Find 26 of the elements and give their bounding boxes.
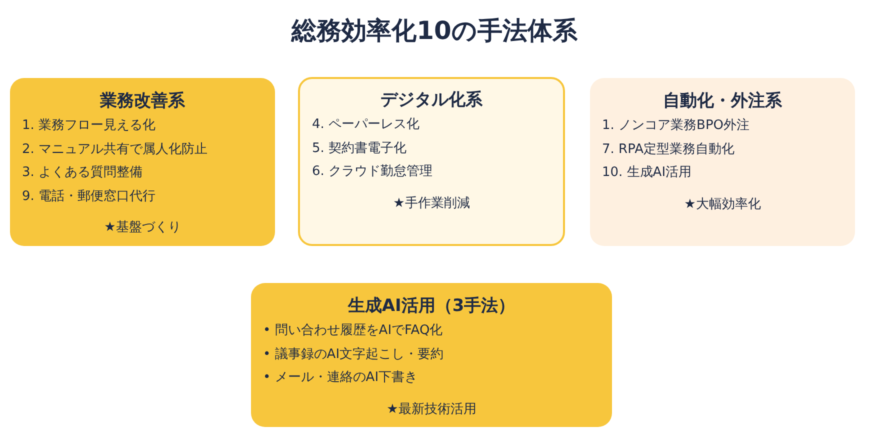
- summary-note: ★最新技術活用: [386, 400, 476, 418]
- list-item: 9. 電話・郵便窓口代行: [22, 188, 156, 206]
- card-heading: 自動化・外注系: [663, 90, 782, 113]
- category-card: [298, 77, 565, 246]
- list-item: • メール・連絡のAI下書き: [263, 369, 418, 387]
- card-heading: 生成AI活用（3手法）: [348, 295, 516, 318]
- card-heading: デジタル化系: [380, 89, 482, 112]
- list-item: • 問い合わせ履歴をAIでFAQ化: [263, 322, 443, 340]
- category-card: [590, 78, 855, 246]
- summary-note: ★基盤づくり: [104, 219, 181, 237]
- summary-note: ★大幅効率化: [684, 196, 761, 214]
- list-item: 5. 契約書電子化: [312, 140, 407, 158]
- list-item: 3. よくある質問整備: [22, 164, 143, 182]
- list-item: 1. ノンコア業務BPO外注: [602, 117, 750, 135]
- list-item: 10. 生成AI活用: [602, 164, 692, 182]
- list-item: 1. 業務フロー見える化: [22, 117, 156, 135]
- list-item: 2. マニュアル共有で属人化防止: [22, 140, 208, 158]
- card-heading: 業務改善系: [100, 90, 185, 113]
- summary-note: ★手作業削減: [393, 194, 470, 212]
- list-item: 4. ペーパーレス化: [312, 116, 420, 134]
- diagram-title: 総務効率化10の手法体系: [290, 15, 578, 47]
- category-card: [251, 283, 612, 427]
- list-item: • 議事録のAI文字起こし・要約: [263, 346, 444, 364]
- category-card: [10, 78, 275, 246]
- list-item: 7. RPA定型業務自動化: [602, 140, 734, 158]
- list-item: 6. クラウド勤怠管理: [312, 163, 433, 181]
